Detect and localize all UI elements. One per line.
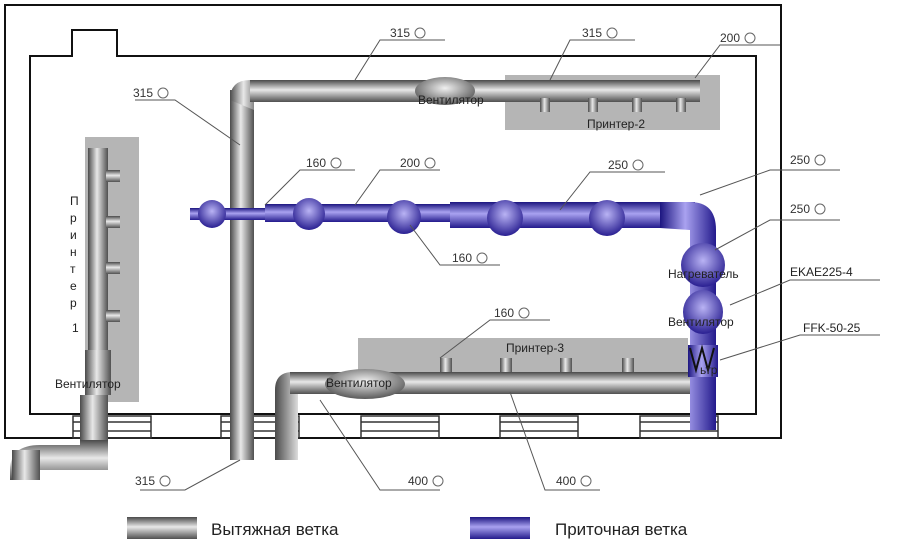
exhaust-branch-2 [230, 77, 700, 460]
dim-400-a: 400 [408, 474, 428, 488]
filter-model-label: FFK-50-25 [803, 321, 861, 335]
dim-250-b: 250 [790, 153, 810, 167]
filter-label: ьтр [700, 363, 718, 377]
legend-supply-swatch [470, 517, 530, 539]
dim-250-c: 250 [790, 202, 810, 216]
dim-315-top: 315 [390, 26, 410, 40]
dim-315-left: 315 [133, 86, 153, 100]
svg-text:р: р [70, 296, 77, 310]
dim-400-b: 400 [556, 474, 576, 488]
fan-label-2: Вентилятор [418, 93, 484, 107]
legend-supply-label: Приточная ветка [555, 520, 688, 539]
exhaust-branch-1 [10, 148, 120, 480]
svg-text:е: е [70, 279, 77, 293]
fan-label-3: Вентилятор [326, 376, 392, 390]
dim-315-top2: 315 [582, 26, 602, 40]
legend: Вытяжная ветка Приточная ветка [127, 517, 688, 539]
legend-exhaust-swatch [127, 517, 197, 539]
dim-160-a: 160 [306, 156, 326, 170]
svg-text:1: 1 [72, 321, 79, 335]
fan-model-label: EKAE225-4 [790, 265, 853, 279]
svg-text:р: р [70, 211, 77, 225]
dim-200-b: 200 [400, 156, 420, 170]
svg-text:т: т [70, 262, 76, 276]
svg-text:и: и [70, 228, 77, 242]
legend-exhaust-label: Вытяжная ветка [211, 520, 339, 539]
exhaust-branch-3 [275, 358, 690, 460]
heater-label: Нагреватель [668, 267, 739, 281]
dim-315-bottom: 315 [135, 474, 155, 488]
svg-text:н: н [70, 245, 77, 259]
fan-label-1: Вентилятор [55, 377, 121, 391]
printer-3-label: Принтер-3 [506, 341, 564, 355]
leader-lines [135, 39, 880, 491]
dim-160-below: 160 [452, 251, 472, 265]
printer-2-label: Принтер-2 [587, 117, 645, 131]
fan-label-supply: Вентилятор [668, 315, 734, 329]
svg-text:П: П [70, 194, 79, 208]
printer-1-label: П р и н т е р 1 [70, 194, 79, 335]
diameter-marks [157, 27, 826, 487]
dim-160-p3: 160 [494, 306, 514, 320]
dim-200-top: 200 [720, 31, 740, 45]
supply-branch [190, 198, 725, 430]
dim-250-a: 250 [608, 158, 628, 172]
